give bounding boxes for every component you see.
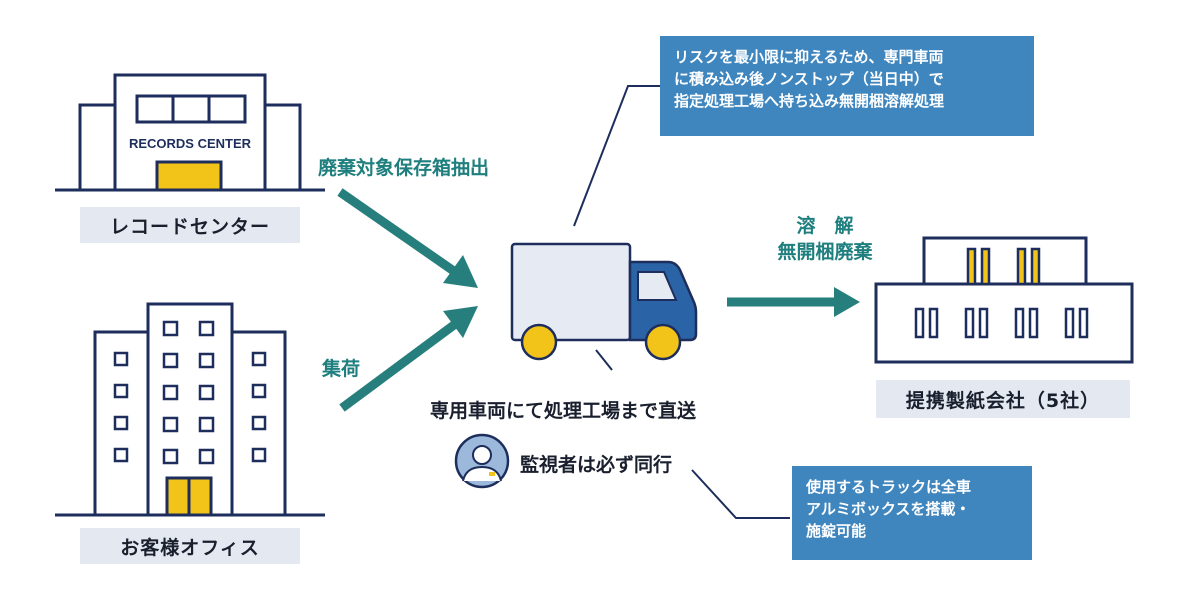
arrow-extract <box>337 188 478 288</box>
callout-connectors <box>573 85 790 519</box>
records-center-building <box>55 73 325 192</box>
office-building <box>55 302 325 517</box>
person-icon <box>454 433 510 489</box>
callout-bottom-line: アルミボックスを搭載・ <box>806 500 971 518</box>
callout-bottom-line: 施錠可能 <box>806 522 867 540</box>
supervisor-text: 監視者は必ず同行 <box>520 454 673 476</box>
factory-label: 提携製紙会社（5社） <box>876 380 1130 418</box>
callout-bottom: 使用するトラックは全車 アルミボックスを搭載・ 施錠可能 <box>792 466 1032 560</box>
dissolve-label-line2: 無開梱廃棄 <box>777 241 873 263</box>
callout-bottom-line: 使用するトラックは全車 <box>806 478 972 496</box>
arrow-dissolve <box>727 287 860 317</box>
truck-icon <box>510 242 698 361</box>
callout-top-line: リスクを最小限に抑えるため、専門車両 <box>674 48 944 66</box>
records-center-label: レコードセンター <box>80 207 300 243</box>
office-label: お客様オフィス <box>80 528 300 564</box>
records-center-sign: RECORDS CENTER <box>129 136 252 151</box>
callout-top: リスクを最小限に抑えるため、専門車両 に積み込み後ノンストップ（当日中）で 指定… <box>660 36 1034 136</box>
truck-caption: 専用車両にて処理工場まで直送 <box>430 400 697 422</box>
collect-label: 集荷 <box>322 358 361 380</box>
factory-building <box>874 236 1134 364</box>
arrow-collect <box>339 306 478 412</box>
callout-top-line: 指定処理工場へ持ち込み無開梱溶解処理 <box>674 92 945 110</box>
dissolve-label-line1: 溶 解 <box>796 215 854 237</box>
extract-label: 廃棄対象保存箱抽出 <box>318 157 490 179</box>
callout-top-line: に積み込み後ノンストップ（当日中）で <box>674 70 944 88</box>
